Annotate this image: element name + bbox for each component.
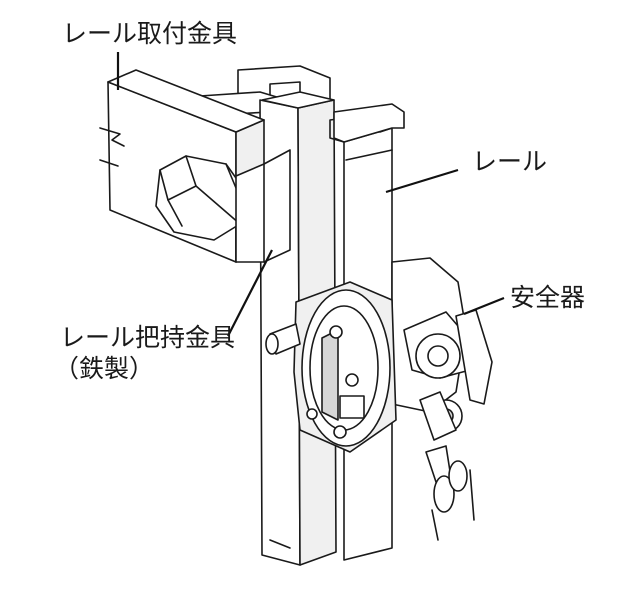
label-rail-holder-name: レール把持金具 [60,323,236,352]
leader-rail [385,168,459,194]
label-safety-device: 安全器 [510,283,586,312]
rail-holder-clamp [235,149,291,263]
label-rail: レール [472,147,548,176]
leader-lines [116,52,505,337]
safety-device-body [265,257,493,453]
label-rail-holder-material: （鉄製） [54,354,155,384]
rail-mount-bracket [99,69,265,263]
leader-safety [463,296,505,316]
label-rail-holder: レール把持金具 （鉄製） [54,322,236,385]
safety-device-chain [425,445,475,541]
label-rail-mount-bracket: レール取付金具 [62,19,238,48]
leader-holder [227,249,273,337]
